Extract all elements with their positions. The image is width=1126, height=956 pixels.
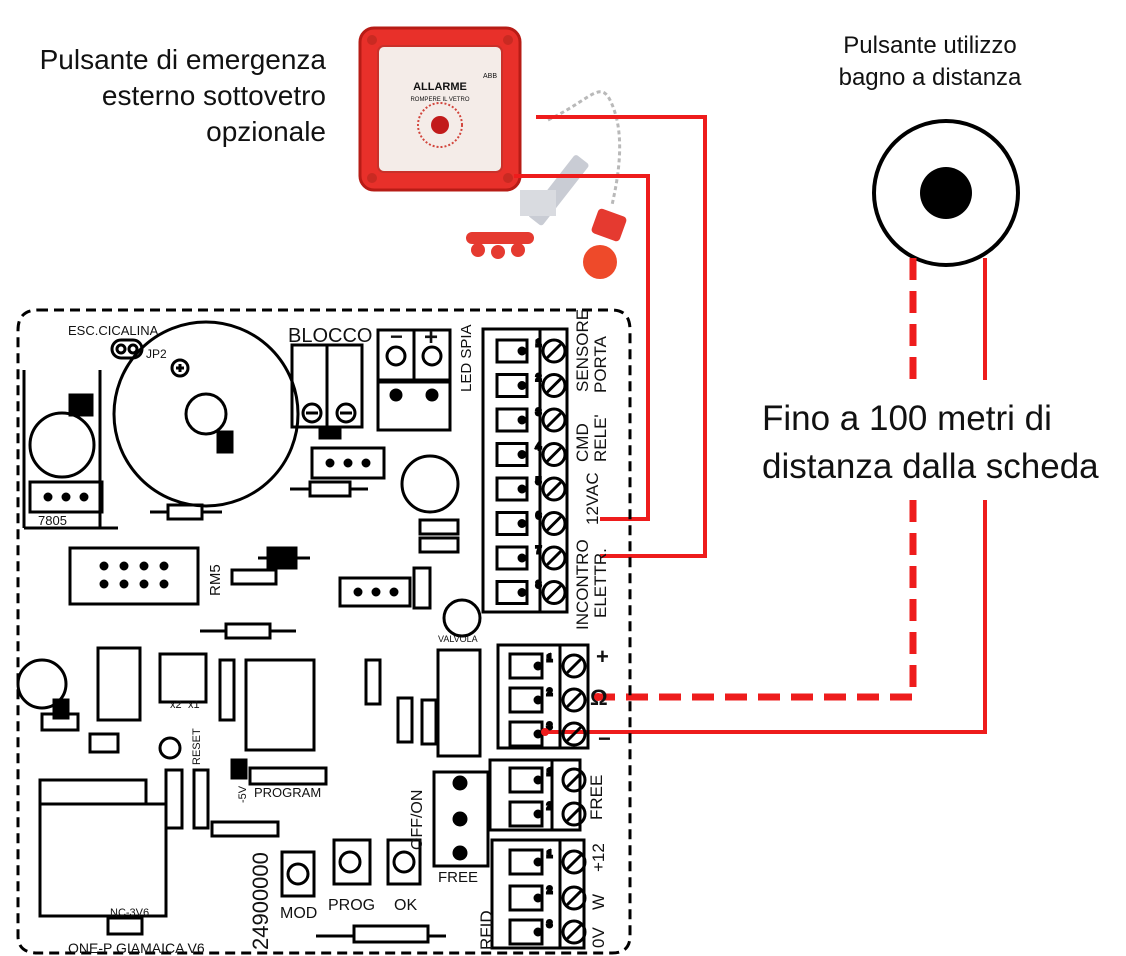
prog-button-label: PROG [328,897,375,914]
terminal-slot: 7 [495,544,567,571]
terminal-number: 1 [536,338,541,348]
x2-label: x2 [170,699,182,711]
reset-label: RESET [191,728,203,765]
terminal-number: 3 [547,721,552,731]
blocco-terminal [290,343,364,440]
terminal-slot: 8 [495,578,567,605]
remote-button-line-2: bagno a distanza [838,64,1022,91]
rfid-w-label: W [589,894,608,910]
led-minus: − [390,324,403,349]
incontro-label: INCONTRO [573,539,592,630]
terminal-number: 3 [536,407,541,417]
terminal-slot: 3 [508,918,587,946]
terminal-slot: 1 [508,848,587,876]
led-spia-terminal [376,328,452,432]
free-terminal-label: FREE [587,775,606,820]
sensore-label: SENSORE [573,309,592,392]
terminal-number: 5 [536,476,541,486]
jp2-label: JP2 [146,347,167,361]
program-label: PROGRAM [254,785,321,800]
terminal-number: 1 [547,849,552,859]
rfid-label: RFID [477,910,496,950]
x1-label: x1 [188,699,200,711]
terminal-number: 8 [536,580,541,590]
external-button-line-1: Pulsante di emergenza [39,44,326,75]
esc-cicalina-label: ESC.CICALINA [68,323,159,338]
free-jumper-label: FREE [438,869,478,886]
terminal-number: 1 [547,767,552,777]
off-on-label: OFF/ON [409,790,426,850]
led-plus: + [424,324,438,351]
terminal-block-main: 1 2 3 4 5 6 7 8 [481,327,569,614]
terminal-slot: 6 [495,509,567,536]
battery-label: NC-3V6 [110,907,149,919]
bottom-plus-symbol: + [596,644,609,669]
remote-button-line-1: Pulsante utilizzo [843,32,1017,59]
external-button-line-2: esterno sottovetro [101,80,326,111]
rfid-plus12-label: +12 [589,843,608,872]
terminal-slot: 3 [495,406,567,433]
terminal-number: 7 [536,545,541,555]
rm5-label: RM5 [207,564,224,596]
mod-button-label: MOD [280,905,317,922]
wire-endpoints [541,693,602,736]
minus5v-label: -5V [237,785,249,803]
terminal-slot: 2 [508,800,587,828]
alarm-box-title: ALLARME [413,81,467,93]
external-button-line-3: opzionale [206,116,326,147]
cmd-label: CMD [573,423,592,462]
blocco-label: BLOCCO [288,325,372,347]
terminal-slot: 5 [495,475,567,502]
alarm-box-brand: ABB [483,73,497,80]
terminal-slot: 4 [495,440,567,467]
bottom-minus-symbol: − [598,726,611,751]
vac-label: 12VAC [583,472,602,525]
reg-7805-label: 7805 [38,513,67,528]
terminal-slot: 1 [495,337,567,364]
alarm-box-subtitle: ROMPERE IL VETRO [410,97,469,103]
alarm-call-point: ALLARME ROMPERE IL VETRO ABB [358,26,627,279]
regulator-7805 [22,370,118,530]
terminal-labels: SENSORE PORTA CMD RELE' 12VAC INCONTRO E… [573,309,610,630]
terminal-number: 2 [536,373,541,383]
distance-label: Fino a 100 metri di distanza dalla sched… [762,395,1099,491]
led-spia-label: LED SPIA [458,324,475,392]
terminal-slot: 2 [495,371,567,398]
pcb-board [16,308,632,955]
terminal-slot: 2 [508,884,587,912]
porta-label: PORTA [591,335,610,393]
terminal-number: 6 [536,511,541,521]
distance-line-2: distanza dalla scheda [762,447,1099,486]
terminal-block-bottom: 1 2 3 1 2 1 2 3 [488,643,590,950]
terminal-slot: 1 [508,652,587,680]
ok-button-label: OK [394,897,417,914]
terminal-slot: 2 [508,686,587,714]
terminal-number: 4 [536,442,541,452]
valvola-label: VALVOLA [438,634,478,644]
external-button-label: Pulsante di emergenza esterno sottovetro… [40,42,326,150]
distance-line-1: Fino a 100 metri di [762,399,1052,438]
terminal-slot: 3 [508,720,587,748]
remote-button-symbol [872,119,1020,267]
wires [514,115,987,734]
jp2-jumper [110,338,144,360]
remote-button-label: Pulsante utilizzo bagno a distanza [800,30,1060,94]
terminal-number: 2 [547,885,552,895]
terminal-slot: 1 [508,766,587,794]
terminal-number: 2 [547,687,552,697]
rfid-0v-label: 0V [589,927,608,948]
terminal-number: 1 [547,653,552,663]
misc-components [16,446,490,944]
elettr-label: ELETTR. [591,548,610,618]
terminal-number: 2 [547,801,552,811]
buzzer [112,320,300,508]
terminal-number: 3 [547,919,552,929]
board-name-label: ONE-P GIAMAICA V6 [68,940,205,956]
part-code-label: 24900000 [248,852,273,950]
rele-label: RELE' [591,414,610,462]
